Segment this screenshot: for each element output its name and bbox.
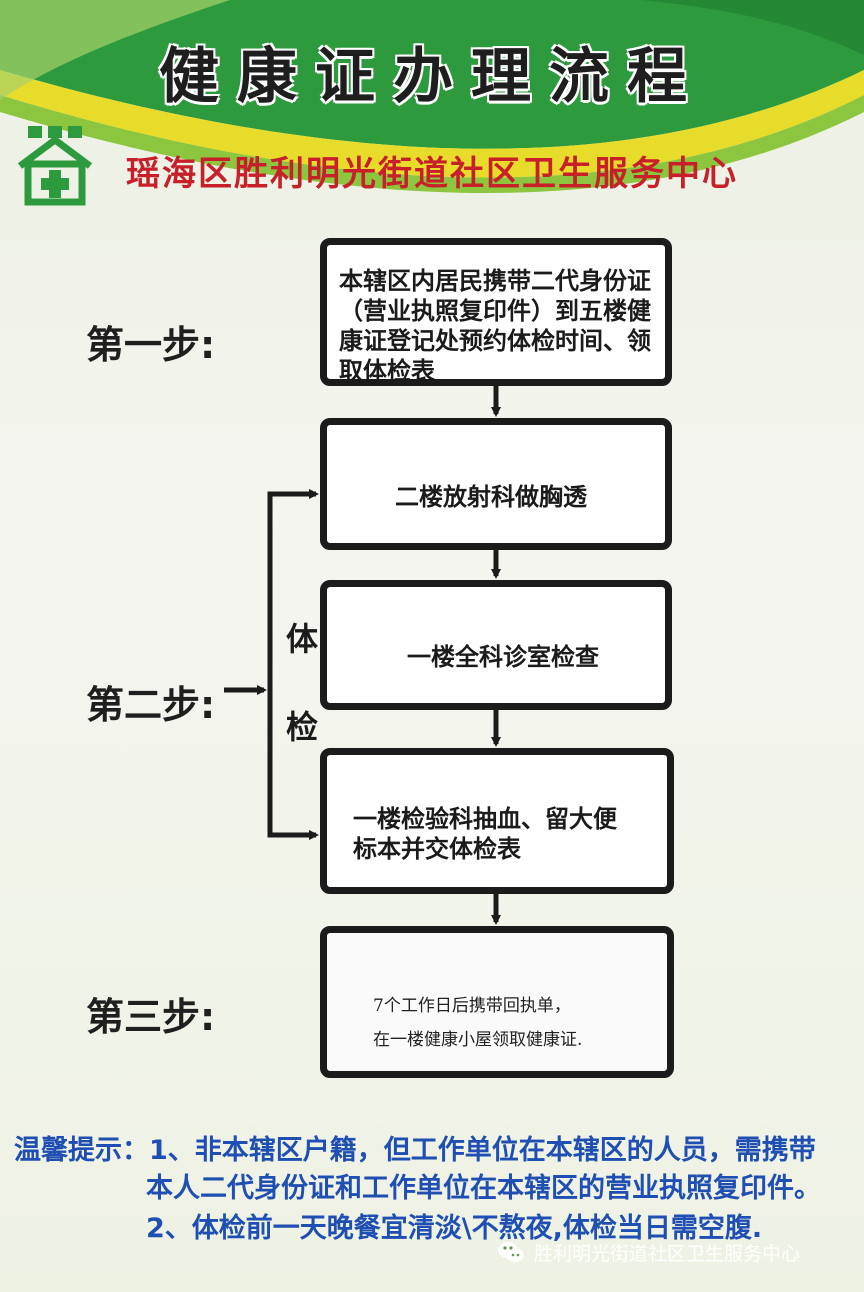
exam-side-label-1: 体 — [286, 620, 319, 658]
wechat-account-name: 胜利明光街道社区卫生服务中心 — [534, 1242, 801, 1265]
general-exam-text: 一楼全科诊室检查 — [407, 643, 599, 671]
page-title: 健康证办理流程 — [159, 42, 705, 112]
step1-box: 本辖区内居民携带二代身份证 （营业执照复印件）到五楼健 康证登记处预约体检时间、… — [320, 238, 672, 386]
xray-text: 二楼放射科做胸透 — [395, 483, 587, 511]
lab-line-2: 标本并交体检表 — [353, 835, 521, 863]
step3-line-2: 在一楼健康小屋领取健康证. — [373, 1030, 583, 1050]
tip-line-2: 本人二代身份证和工作单位在本辖区的营业执照复印件。 — [146, 1173, 821, 1204]
step1-line-2: （营业执照复印件）到五楼健 — [339, 297, 651, 325]
step1-line-4: 取体检表 — [339, 357, 435, 385]
wechat-icon — [498, 1242, 524, 1262]
step1-line-1: 本辖区内居民携带二代身份证 — [339, 267, 651, 295]
step1-line-3: 康证登记处预约体检时间、领 — [339, 327, 651, 355]
step3-box: 7个工作日后携带回执单， 在一楼健康小屋领取健康证. — [320, 926, 674, 1078]
tip-line-3: 2、体检前一天晚餐宜清淡\不熬夜,体检当日需空腹. — [146, 1213, 763, 1244]
step-three-label: 第三步: — [86, 995, 216, 1039]
clinic-logo-icon — [17, 126, 93, 206]
tip-line-1: 温馨提示：1、非本辖区户籍，但工作单位在本辖区的人员，需携带 — [14, 1135, 816, 1166]
wechat-watermark: 胜利明光街道社区卫生服务中心 — [496, 1237, 800, 1267]
step-one-label: 第一步: — [86, 323, 216, 367]
header-banner — [0, 0, 864, 240]
step3-line-1: 7个工作日后携带回执单， — [373, 996, 571, 1016]
lab-line-1: 一楼检验科抽血、留大便 — [353, 805, 617, 833]
general-exam-box: 一楼全科诊室检查 — [320, 580, 672, 710]
step-two-label: 第二步: — [86, 683, 216, 727]
xray-box: 二楼放射科做胸透 — [320, 418, 672, 550]
exam-bracket — [267, 491, 316, 838]
lab-box: 一楼检验科抽血、留大便 标本并交体检表 — [320, 748, 674, 894]
exam-side-label-2: 检 — [286, 708, 319, 746]
organization-name: 瑶海区胜利明光街道社区卫生服务中心 — [126, 154, 738, 194]
